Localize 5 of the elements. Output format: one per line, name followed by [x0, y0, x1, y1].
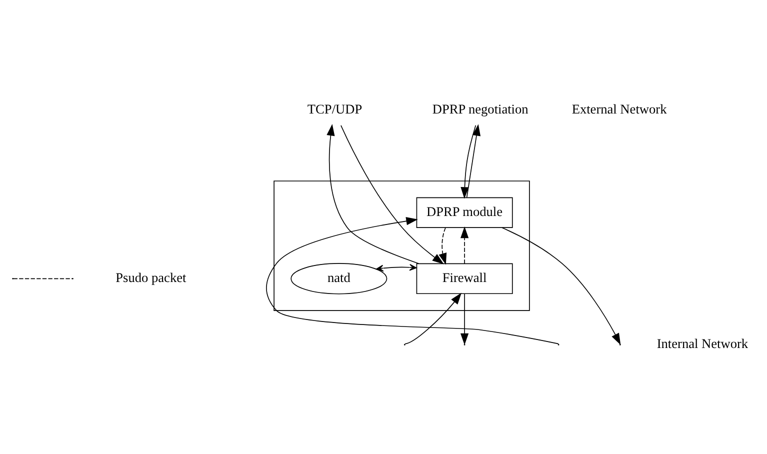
label: Internal Network [656, 335, 748, 350]
node-text: TCP/UDP [307, 100, 362, 116]
legend-label: Psudo packet [116, 269, 186, 284]
node-text: DPRP negotiation [432, 100, 528, 116]
label: External Network [572, 100, 667, 116]
